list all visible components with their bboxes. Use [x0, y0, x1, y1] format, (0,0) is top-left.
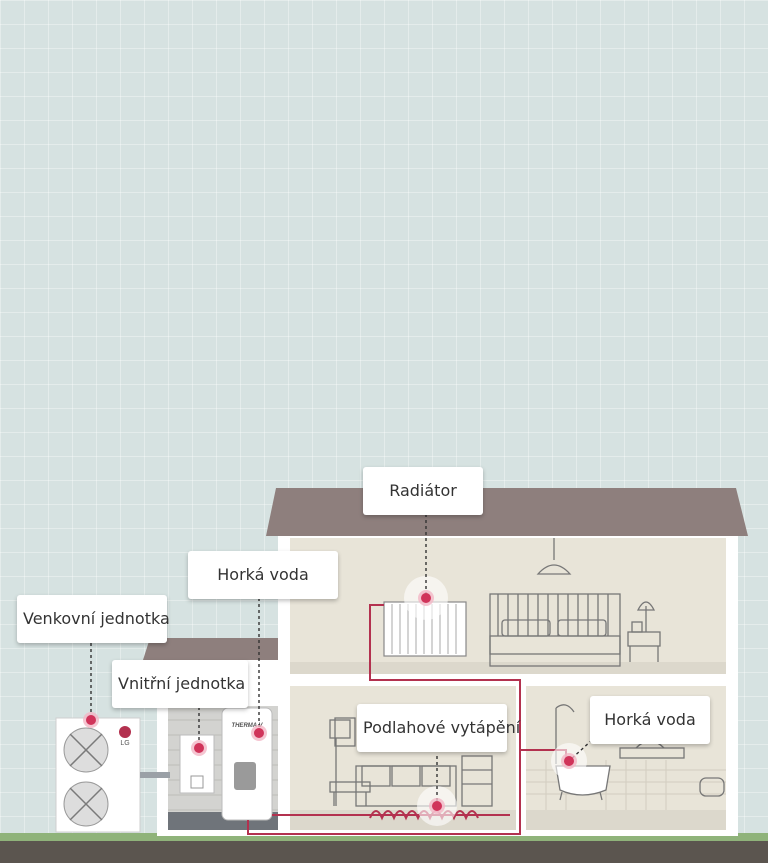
- callout-hot-water-bath: Horká voda: [590, 696, 710, 744]
- bathroom-floor: [526, 810, 726, 830]
- outdoor-connection-pipe: [140, 772, 170, 778]
- main-roof: [266, 488, 748, 536]
- annex-roof: [143, 638, 280, 660]
- outdoor-unit: [55, 717, 141, 833]
- callout-outdoor-unit: Venkovní jednotka: [17, 595, 170, 643]
- ground: [0, 841, 768, 863]
- tank-logo: THERMA V: [231, 723, 263, 729]
- callout-floor-heating: Podlahové vytápění: [357, 704, 520, 752]
- living-room-furniture: [329, 717, 493, 807]
- marker-dots: [83, 590, 577, 814]
- grass-strip: [0, 833, 768, 841]
- callout-indoor-unit: Vnitřní jednotka: [112, 660, 248, 708]
- callout-leaders: [90, 514, 593, 806]
- callout-radiator: Radiátor: [363, 467, 483, 515]
- bedroom-floor: [290, 662, 726, 674]
- tank-display: [234, 762, 256, 790]
- outdoor-unit-logo: LG: [120, 740, 129, 747]
- indoor-unit-panel: [190, 775, 204, 789]
- bedroom-furniture: [489, 538, 661, 667]
- callout-hot-water-tank: Horká voda: [188, 551, 338, 599]
